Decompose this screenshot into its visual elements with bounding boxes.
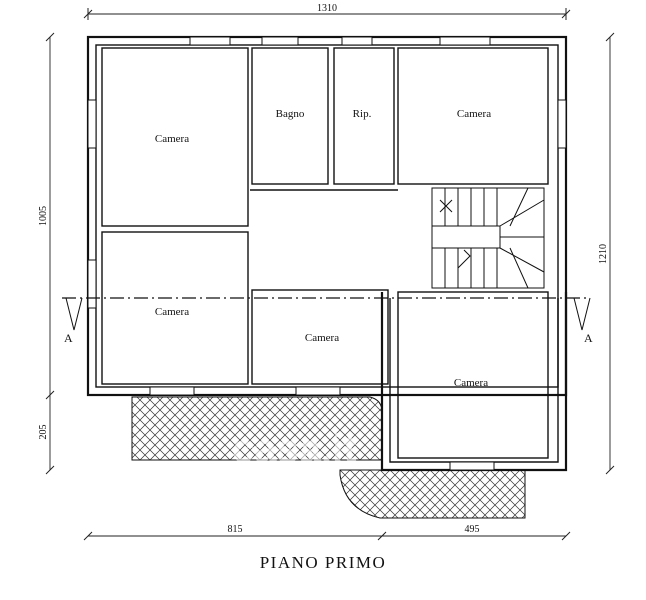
watermark: casa.it — [232, 427, 357, 471]
room-label-bagno: Bagno — [276, 108, 305, 120]
room-label-camera-center: Camera — [305, 332, 339, 344]
dim-label-bottom-left: 815 — [228, 524, 243, 535]
staircase — [431, 187, 545, 289]
section-label-right: A — [584, 331, 593, 345]
room-label-camera-ne: Camera — [457, 108, 491, 120]
dim-label-bottom-right: 495 — [465, 524, 480, 535]
dim-label-right: 1210 — [598, 244, 609, 264]
section-line — [62, 297, 591, 331]
room-labels: Camera Bagno Rip. Camera Camera Camera C… — [155, 108, 491, 389]
plan-title: PIANO PRIMO — [259, 553, 387, 572]
section-label-left: A — [64, 331, 73, 345]
room-label-camera-se: Camera — [454, 377, 488, 389]
room-label-ripostiglio: Rip. — [353, 108, 372, 120]
room-label-camera-nw: Camera — [155, 133, 189, 145]
windows — [87, 36, 567, 471]
dimension-lines — [45, 8, 615, 541]
dim-label-top: 1310 — [317, 3, 337, 14]
room-label-camera-w: Camera — [155, 306, 189, 318]
dim-label-left-terrace: 205 — [38, 425, 49, 440]
dim-label-left: 1005 — [38, 206, 49, 226]
terrace — [131, 396, 526, 519]
interior-walls — [101, 47, 549, 459]
